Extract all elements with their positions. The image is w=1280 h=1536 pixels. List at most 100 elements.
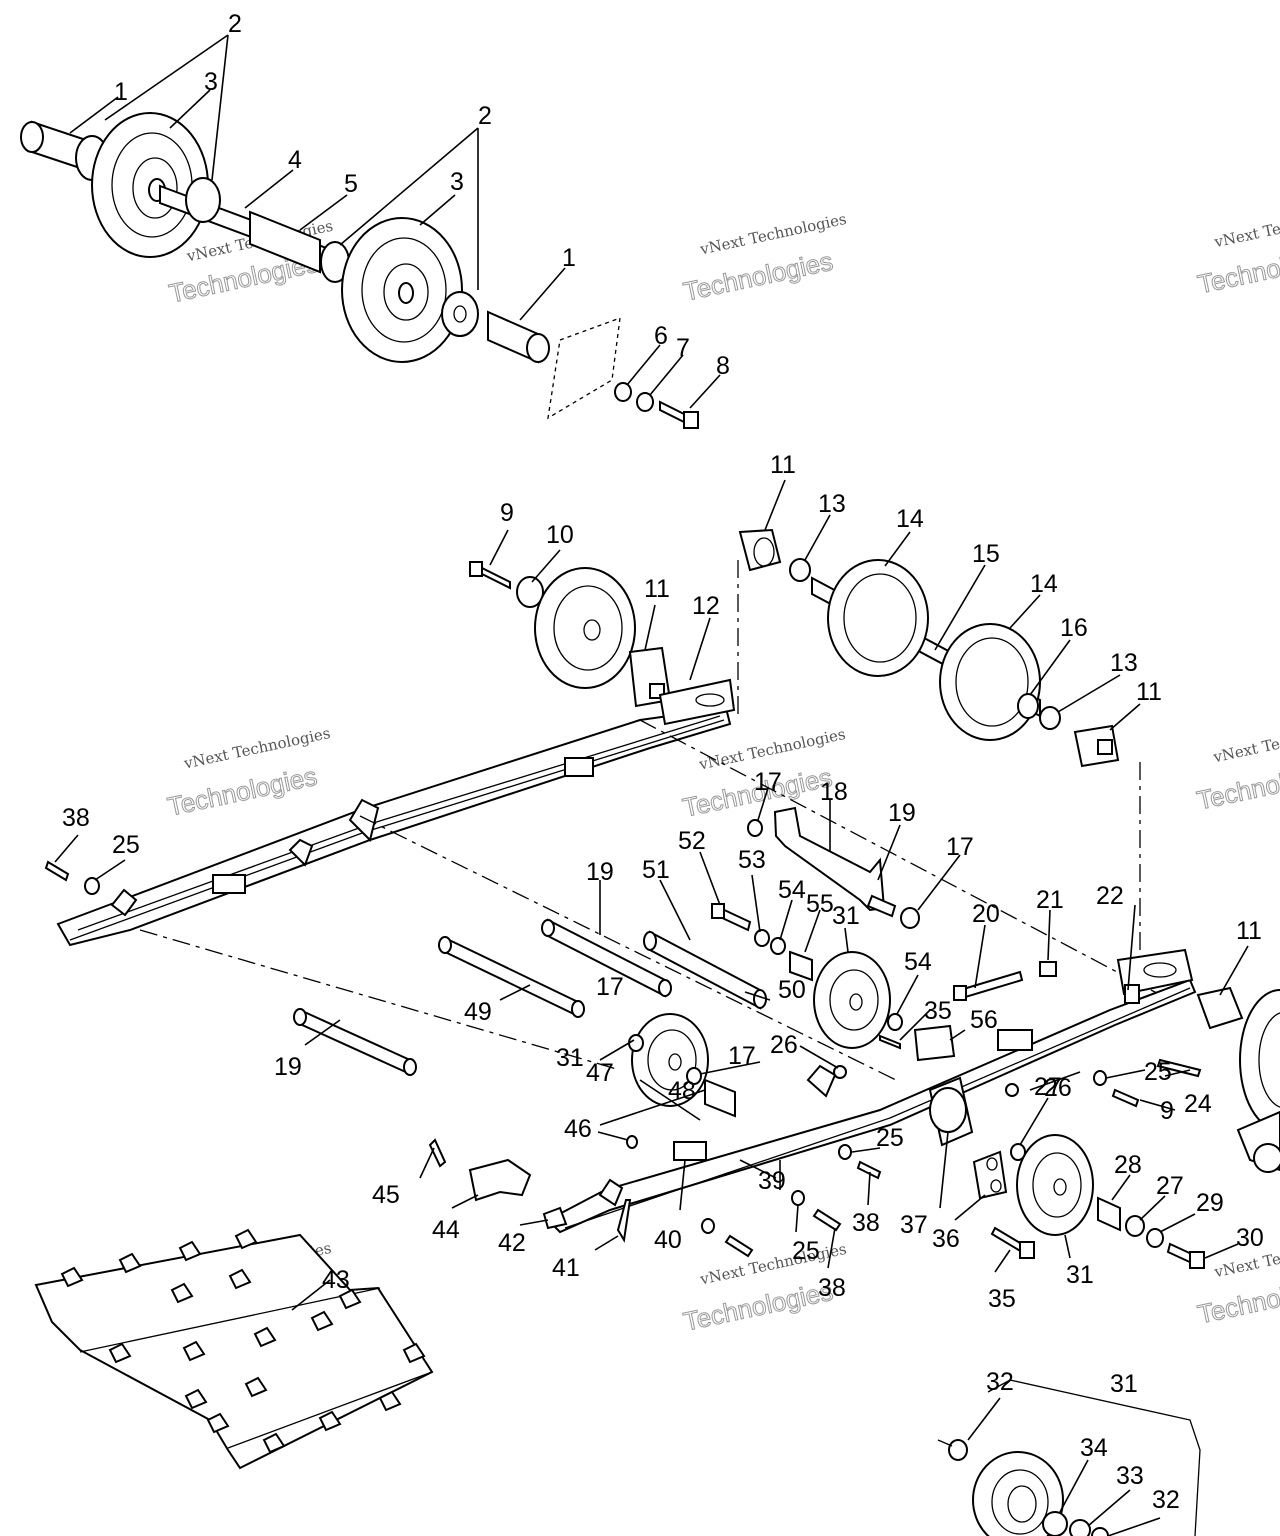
callout-35: 35 xyxy=(988,1285,1016,1313)
callout-28: 28 xyxy=(1114,1151,1142,1179)
watermark-text-large: Technologies xyxy=(1194,755,1280,816)
upper-idler-assembly xyxy=(469,479,1141,960)
axle-sleeve xyxy=(249,210,321,274)
washer-54 xyxy=(770,937,786,955)
callout-29: 29 xyxy=(1196,1189,1224,1217)
callout-5: 5 xyxy=(344,170,358,198)
callout-18: 18 xyxy=(820,778,848,806)
washer-54-right xyxy=(887,1013,903,1031)
rail-tab-1 xyxy=(348,798,380,842)
callout-37: 37 xyxy=(900,1211,928,1239)
wheel-left-ring-inner xyxy=(132,157,178,219)
nut-26-right xyxy=(1005,1083,1019,1097)
callout-12: 12 xyxy=(692,592,720,620)
callout-54: 54 xyxy=(778,876,806,904)
nut-46 xyxy=(626,1135,638,1149)
callout-10: 10 xyxy=(546,521,574,549)
spacer-right-end xyxy=(526,333,550,363)
callout-7: 7 xyxy=(676,334,690,362)
callout-56: 56 xyxy=(970,1006,998,1034)
wheel-right-ring-inner xyxy=(383,263,429,321)
callout-8: 8 xyxy=(716,352,730,380)
callout-53: 53 xyxy=(738,846,766,874)
lockwasher-7 xyxy=(636,392,654,412)
callout-25: 25 xyxy=(792,1237,820,1265)
washer-10 xyxy=(516,576,544,608)
track-43 xyxy=(34,1228,434,1470)
callout-9: 9 xyxy=(1160,1097,1174,1125)
callout-17: 17 xyxy=(946,833,974,861)
bolt-35-head xyxy=(1019,1241,1035,1259)
spacer-55 xyxy=(789,950,813,982)
bolt-38-bottom xyxy=(812,1208,842,1232)
washer-25-lower xyxy=(838,1144,852,1160)
left-rail xyxy=(44,678,1171,1083)
washer-17-right xyxy=(900,907,920,929)
callout-17: 17 xyxy=(596,973,624,1001)
rail-clip-rear xyxy=(212,874,246,894)
callout-32: 32 xyxy=(986,1368,1014,1396)
bolt-38 xyxy=(44,860,70,882)
spacer-48 xyxy=(704,1078,736,1118)
rail-tab-front xyxy=(598,1178,624,1207)
callout-11: 11 xyxy=(1136,678,1162,706)
washer-13-right xyxy=(1039,706,1061,730)
wheel-right-ring xyxy=(361,237,447,343)
washer-right xyxy=(441,291,479,337)
callout-47: 47 xyxy=(586,1059,614,1087)
screw-45 xyxy=(428,1138,447,1168)
watermark-i: vNext Technologies Technologies xyxy=(1195,1233,1280,1330)
callout-26: 26 xyxy=(770,1031,798,1059)
callout-26: 26 xyxy=(1044,1074,1072,1102)
callout-11: 11 xyxy=(644,575,670,603)
callout-48: 48 xyxy=(668,1077,696,1105)
bolt-38-lower xyxy=(856,1160,882,1180)
slide-rail-right xyxy=(546,978,1197,1234)
top-axle-assembly xyxy=(20,34,721,429)
callout-1: 1 xyxy=(562,244,576,272)
idler-wheel xyxy=(534,567,636,689)
callout-20: 20 xyxy=(972,900,1000,928)
bearing-32-left xyxy=(948,1439,968,1461)
washer-27-right xyxy=(1125,1215,1145,1237)
bolt-35-small xyxy=(879,1034,901,1050)
wheel-right-hub xyxy=(398,282,414,304)
bolt-9-right xyxy=(1111,1088,1140,1108)
washer-13 xyxy=(789,558,811,582)
bushing-block-11-right xyxy=(1073,724,1120,768)
callout-22: 22 xyxy=(1096,882,1124,910)
right-rail xyxy=(419,904,1280,1273)
callout-25: 25 xyxy=(112,831,140,859)
cross-shafts xyxy=(293,787,961,1076)
far-right-washer xyxy=(1253,1143,1280,1173)
callout-17: 17 xyxy=(728,1042,756,1070)
washer-25-bottom xyxy=(701,1218,715,1234)
bearing-32-right xyxy=(1091,1527,1109,1536)
callout-35: 35 xyxy=(924,997,952,1025)
watermark-d: vNext Technologies Technologies xyxy=(164,724,332,822)
callout-49: 49 xyxy=(464,998,492,1026)
callout-25: 25 xyxy=(1144,1058,1172,1086)
callout-1: 1 xyxy=(114,78,128,106)
washer-53 xyxy=(754,929,770,947)
callout-4: 4 xyxy=(288,146,302,174)
bushing-block-11-far xyxy=(1196,986,1244,1030)
rail-clip-47 xyxy=(673,1141,707,1161)
callout-40: 40 xyxy=(654,1226,682,1254)
bolt-20-head xyxy=(953,985,967,1001)
callout-2: 2 xyxy=(228,10,242,38)
callout-42: 42 xyxy=(498,1229,526,1257)
spacer-left-end xyxy=(20,121,44,153)
callout-38: 38 xyxy=(852,1209,880,1237)
callout-44: 44 xyxy=(432,1216,460,1244)
callout-31: 31 xyxy=(556,1044,584,1072)
rail-bracket-22 xyxy=(1116,948,1194,996)
center-hardware xyxy=(699,851,1057,1062)
callout-54: 54 xyxy=(904,948,932,976)
cross-shaft-19-lower xyxy=(299,1008,411,1076)
callout-30: 30 xyxy=(1236,1224,1264,1252)
bolt-8-head xyxy=(683,411,699,429)
wheel-31-center xyxy=(813,951,891,1049)
callout-27: 27 xyxy=(1034,1073,1062,1101)
